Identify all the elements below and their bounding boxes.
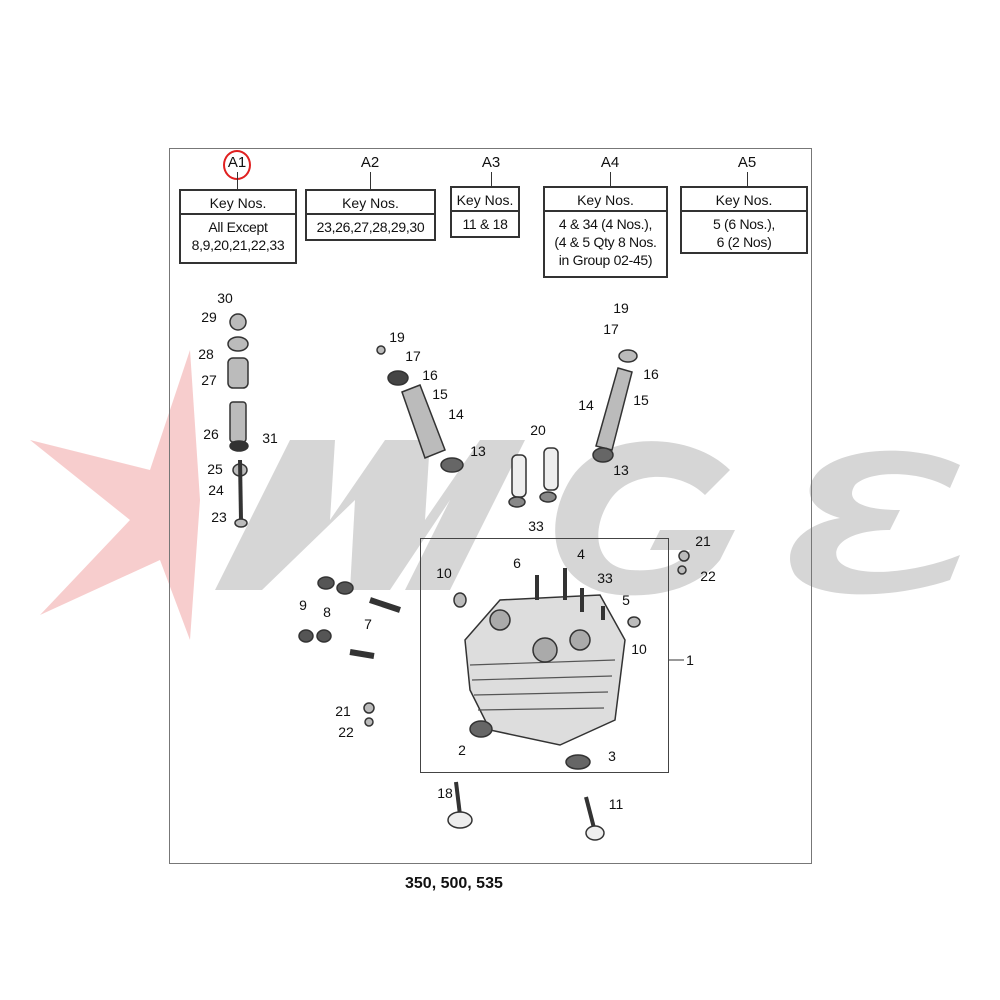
key-box-header: Key Nos.: [181, 191, 295, 215]
key-box-a4: Key Nos. 4 & 34 (4 Nos.), (4 & 5 Qty 8 Nos…: [543, 186, 668, 278]
connector-line: [491, 172, 492, 186]
model-caption: 350, 500, 535: [405, 875, 503, 892]
connector-line: [747, 172, 748, 186]
key-box-a1: Key Nos. All Except 8,9,20,21,22,33: [179, 189, 297, 264]
watermark-letter-m: [215, 440, 525, 590]
connector-line: [370, 172, 371, 189]
part-callout-33: 33: [597, 570, 613, 586]
key-column-label-a3: A3: [481, 154, 501, 171]
part-callout-31: 31: [262, 430, 278, 446]
key-line: 5 (6 Nos.),: [712, 216, 776, 232]
key-box-header: Key Nos.: [545, 188, 666, 212]
part-callout-17: 17: [603, 321, 619, 337]
key-line: 11 & 18: [462, 216, 508, 232]
diagram-frame: [169, 148, 812, 864]
key-line: 23,26,27,28,29,30: [316, 219, 425, 235]
part-spring: [227, 357, 249, 389]
part-spring-middle: [401, 384, 446, 459]
part-callout-1: 1: [686, 652, 694, 668]
key-line: 6 (2 Nos): [716, 234, 772, 250]
key-box-body: 11 & 18: [452, 212, 518, 236]
part-callout-10: 10: [436, 565, 452, 581]
part-callout-21: 21: [695, 533, 711, 549]
part-callout-13: 13: [613, 462, 629, 478]
key-box-a5: Key Nos. 5 (6 Nos.), 6 (2 Nos): [680, 186, 808, 254]
part-callout-33: 33: [528, 518, 544, 534]
part-callout-17: 17: [405, 348, 421, 364]
part-callout-26: 26: [203, 426, 219, 442]
part-callout-24: 24: [208, 482, 224, 498]
part-cap: [229, 313, 247, 331]
key-box-a3: Key Nos. 11 & 18: [450, 186, 520, 238]
part-callout-8: 8: [323, 604, 331, 620]
watermark-letter-e: [790, 450, 960, 595]
part-callout-23: 23: [211, 509, 227, 525]
part-callout-3: 3: [608, 748, 616, 764]
part-callout-16: 16: [422, 367, 438, 383]
part-callout-7: 7: [364, 616, 372, 632]
part-spring-right: [595, 367, 633, 451]
part-callout-19: 19: [613, 300, 629, 316]
part-callout-20: 20: [530, 422, 546, 438]
part-callout-14: 14: [448, 406, 464, 422]
key-box-header: Key Nos.: [682, 188, 806, 212]
part-callout-6: 6: [513, 555, 521, 571]
watermark-letter-g: [555, 441, 735, 596]
part-callout-22: 22: [700, 568, 716, 584]
part-callout-18: 18: [437, 785, 453, 801]
watermark-letters: [215, 440, 960, 596]
part-callout-30: 30: [217, 290, 233, 306]
part-callout-21: 21: [335, 703, 351, 719]
connector-line: [610, 172, 611, 186]
key-box-header: Key Nos.: [452, 188, 518, 212]
part-callout-15: 15: [432, 386, 448, 402]
part-callout-29: 29: [201, 309, 217, 325]
part-tappet: [229, 401, 247, 443]
key-box-body: 4 & 34 (4 Nos.), (4 & 5 Qty 8 Nos. in Grou…: [545, 212, 666, 272]
part-callout-22: 22: [338, 724, 354, 740]
key-box-body: All Except 8,9,20,21,22,33: [181, 215, 295, 257]
key-line: 8,9,20,21,22,33: [191, 237, 285, 253]
part-callout-2: 2: [458, 742, 466, 758]
key-column-label-a4: A4: [600, 154, 620, 171]
key-column-label-a2: A2: [360, 154, 380, 171]
watermark-star: [30, 350, 200, 640]
part-ring: [229, 440, 249, 452]
part-callout-16: 16: [643, 366, 659, 382]
part-callout-5: 5: [622, 592, 630, 608]
part-callout-19: 19: [389, 329, 405, 345]
key-box-header: Key Nos.: [307, 191, 434, 215]
key-box-body: 23,26,27,28,29,30: [307, 215, 434, 239]
part-callout-14: 14: [578, 397, 594, 413]
connector-line: [237, 172, 238, 189]
key-line: in Group 02-45): [558, 252, 653, 268]
key-line: 4 & 34 (4 Nos.),: [558, 216, 653, 232]
part-callout-9: 9: [299, 597, 307, 613]
part-callout-15: 15: [633, 392, 649, 408]
key-line: All Except: [208, 219, 268, 235]
part-callout-13: 13: [470, 443, 486, 459]
part-washer: [227, 336, 249, 352]
part-callout-4: 4: [577, 546, 585, 562]
part-callout-28: 28: [198, 346, 214, 362]
part-callout-10: 10: [631, 641, 647, 657]
part-callout-11: 11: [608, 796, 624, 812]
cylinder-head-subassembly-box: [420, 538, 669, 773]
part-callout-25: 25: [207, 461, 223, 477]
key-box-a2: Key Nos. 23,26,27,28,29,30: [305, 189, 436, 241]
key-box-body: 5 (6 Nos.), 6 (2 Nos): [682, 212, 806, 254]
key-column-label-a5: A5: [737, 154, 757, 171]
key-line: (4 & 5 Qty 8 Nos.: [554, 234, 657, 250]
part-callout-27: 27: [201, 372, 217, 388]
